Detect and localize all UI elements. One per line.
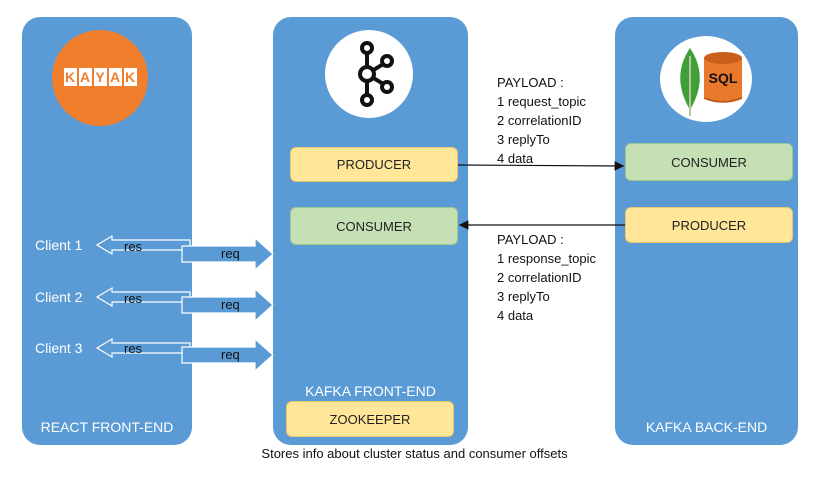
kafka-logo-icon [325, 30, 413, 118]
kafka-backend-label: KAFKA BACK-END [645, 419, 768, 435]
payload-item: 4 data [497, 308, 534, 323]
req-label: req [221, 347, 240, 362]
res-arrow [95, 234, 191, 256]
zookeeper-label: ZOOKEEPER [329, 411, 411, 427]
payload-item: 3 replyTo [497, 289, 550, 304]
frontend-producer-box: PRODUCER [290, 147, 458, 182]
client-label: Client 1 [35, 237, 83, 253]
req-label: req [221, 246, 240, 261]
react-frontend-label: REACT FRONT-END [40, 419, 174, 435]
zookeeper-caption: Stores info about cluster status and con… [261, 446, 568, 461]
zookeeper-box: ZOOKEEPER [286, 401, 454, 437]
sql-label: SQL [708, 70, 738, 86]
frontend-consumer-box: CONSUMER [290, 207, 458, 245]
res-label: res [124, 291, 143, 306]
kafka-frontend-label: KAFKA FRONT-END [305, 383, 436, 399]
payload-item: 4 data [497, 151, 534, 166]
frontend-consumer-label: CONSUMER [336, 218, 412, 234]
payload-title: PAYLOAD : [497, 75, 564, 90]
backend-producer-box: PRODUCER [625, 207, 793, 243]
req-arrow [181, 337, 274, 373]
res-arrow [95, 337, 191, 359]
request-payload: PAYLOAD : 1 request_topic 2 correlationI… [497, 73, 586, 168]
frontend-producer-label: PRODUCER [336, 157, 412, 172]
kayak-logo-wordmark: K A Y A K [63, 68, 137, 86]
kayak-logo-icon: K A Y A K [52, 30, 148, 126]
backend-producer-label: PRODUCER [671, 217, 747, 233]
res-label: res [124, 341, 143, 356]
payload-item: 2 correlationID [497, 113, 582, 128]
client-label: Client 3 [35, 340, 83, 356]
client-label: Client 2 [35, 289, 83, 305]
database-logo-icon: SQL [660, 36, 752, 122]
request-connector-arrow [457, 161, 625, 171]
payload-item: 3 replyTo [497, 132, 550, 147]
backend-consumer-label: CONSUMER [671, 154, 747, 170]
backend-consumer-box: CONSUMER [625, 143, 793, 181]
payload-title: PAYLOAD : [497, 232, 564, 247]
response-payload: PAYLOAD : 1 response_topic 2 correlation… [497, 230, 596, 325]
payload-item: 1 request_topic [497, 94, 586, 109]
req-arrow [181, 236, 274, 272]
req-arrow [181, 287, 274, 323]
req-label: req [221, 297, 240, 312]
res-label: res [124, 239, 143, 254]
payload-item: 1 response_topic [497, 251, 597, 266]
payload-item: 2 correlationID [497, 270, 582, 285]
res-arrow [95, 286, 191, 308]
